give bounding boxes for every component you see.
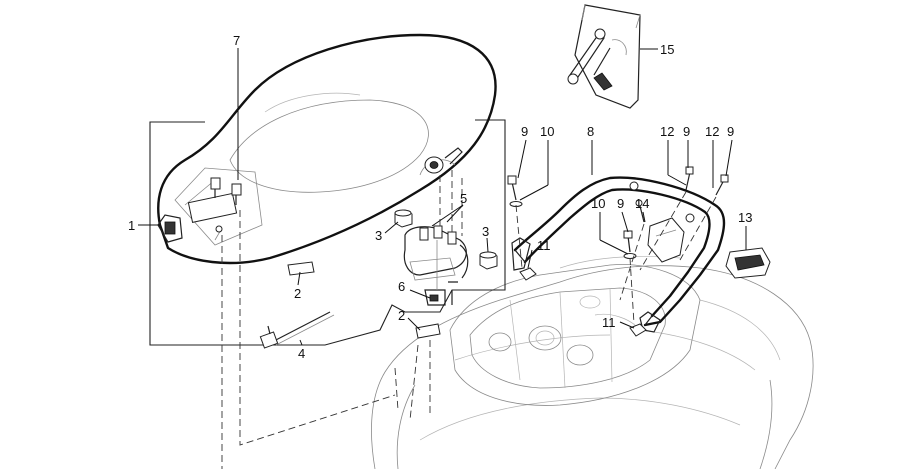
rubber-buffers	[394, 209, 498, 270]
mounting-brackets	[519, 267, 647, 337]
callout-7: 7	[233, 33, 240, 48]
callout-11-a: 11	[537, 238, 551, 253]
callout-9-d: 9	[727, 124, 734, 139]
callout-14: 14	[635, 196, 649, 211]
callout-9-a: 9	[521, 124, 528, 139]
callout-9-c: 9	[683, 124, 690, 139]
callout-5: 5	[460, 191, 467, 206]
callout-13: 13	[738, 210, 752, 225]
hinge-assembly	[403, 225, 469, 306]
leader-lines	[138, 48, 747, 346]
callout-2-upper: 2	[294, 286, 301, 301]
callout-2-lower: 2	[398, 308, 405, 323]
callout-10-a: 10	[540, 124, 554, 139]
callout-4: 4	[298, 346, 305, 361]
scooter-body	[371, 256, 814, 469]
cable-tie	[259, 311, 335, 349]
callout-12-b: 12	[705, 124, 719, 139]
callout-8: 8	[587, 124, 594, 139]
rear-reflector	[725, 247, 771, 279]
callout-11-b: 11	[602, 315, 616, 330]
callout-12-a: 12	[660, 124, 674, 139]
callout-10-b: 10	[591, 196, 605, 211]
callout-3-right: 3	[482, 224, 489, 239]
callout-1: 1	[128, 218, 135, 233]
seat	[157, 33, 497, 265]
bracket-plate	[647, 217, 685, 263]
callout-15: 15	[660, 42, 674, 57]
callout-9-b: 9	[617, 196, 624, 211]
callout-6: 6	[398, 279, 405, 294]
storage-compartment	[449, 264, 701, 406]
callout-3-left: 3	[375, 228, 382, 243]
bumper-pads	[287, 261, 441, 339]
tool-kit	[567, 4, 641, 109]
seat-latch-bolts	[210, 177, 242, 205]
callout-labels: 1 2 2 3 3 4 5 6 7 8 9 9 9 9 10 10 11 11 …	[128, 33, 752, 361]
